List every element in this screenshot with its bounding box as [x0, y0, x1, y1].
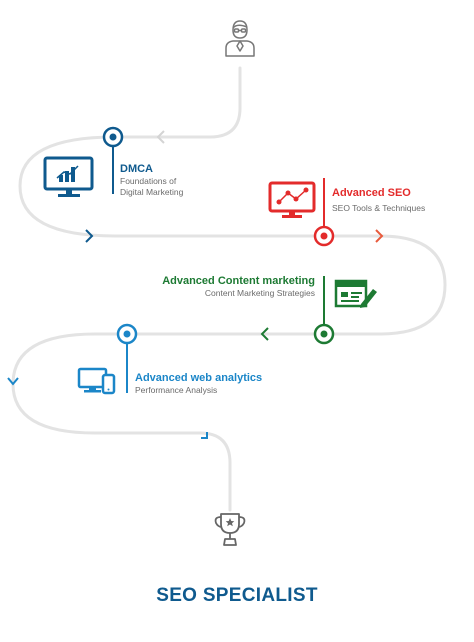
monitor-network-icon: [268, 181, 316, 218]
step-marker-dot: [109, 133, 117, 141]
career-title: SEO SPECIALIST: [156, 585, 318, 606]
step-advanced-content-marketing: Advanced Content marketing Content Marke…: [162, 275, 315, 299]
step-subtitle: Foundations of: [120, 176, 177, 186]
step-advanced-web-analytics: Advanced web analytics Performance Analy…: [135, 372, 262, 396]
monitor-chart-icon: [43, 156, 94, 197]
step-marker-dot: [123, 330, 131, 338]
step-subtitle: Performance Analysis: [135, 385, 218, 395]
step-title: Advanced Content marketing: [162, 275, 315, 287]
step-advanced-seo: Advanced SEO SEO Tools & Techniques: [332, 187, 425, 214]
chevron-right-icon: [85, 229, 94, 243]
chevron-down-icon: [7, 377, 19, 386]
step-title: DMCA: [120, 163, 153, 175]
person-icon: [225, 20, 255, 57]
step-subtitle: Digital Marketing: [120, 187, 184, 197]
trophy-icon: [214, 513, 246, 546]
career-path-line: [11, 66, 447, 512]
step-marker-dot: [320, 330, 328, 338]
step-title: Advanced web analytics: [135, 372, 263, 384]
chevron-left-icon: [260, 327, 269, 341]
step-marker-dot: [320, 232, 328, 240]
step-dmca: DMCA Foundations of Digital Marketing: [120, 163, 183, 198]
chevron-right-icon: [201, 432, 208, 439]
chevron-right-icon: [375, 229, 384, 243]
devices-icon: [77, 367, 116, 395]
step-subtitle: Content Marketing Strategies: [204, 288, 315, 298]
chevron-left-icon: [156, 130, 165, 144]
step-title: Advanced SEO: [332, 187, 411, 199]
content-edit-icon: [334, 279, 377, 308]
step-subtitle: SEO Tools & Techniques: [332, 203, 426, 213]
